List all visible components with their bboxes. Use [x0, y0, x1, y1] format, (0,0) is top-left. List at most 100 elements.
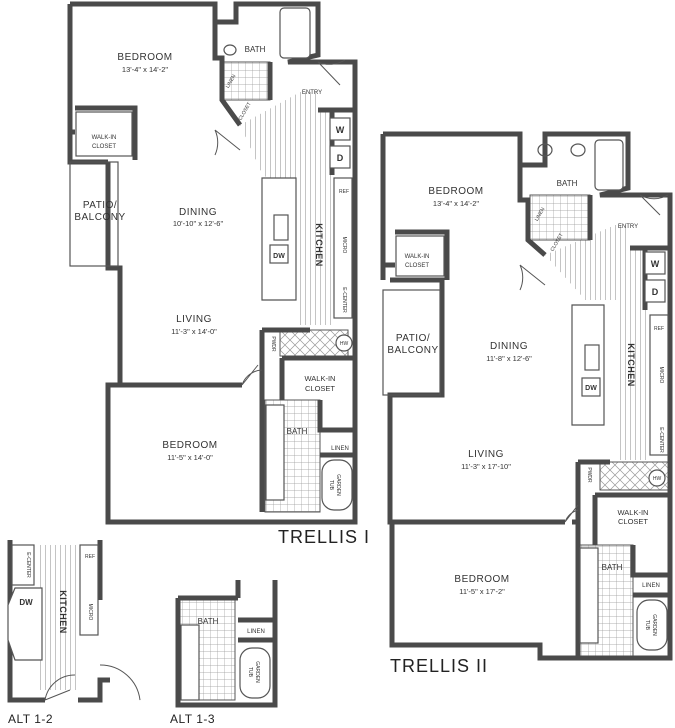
t1-living-label: LIVING [176, 314, 212, 325]
t1-living-dims: 11'-3" x 14'-0" [171, 327, 217, 336]
entry-door-swing [317, 59, 346, 86]
alt12-title: ALT 1-2 [8, 712, 53, 726]
t1-tub-line1: GARDEN [335, 474, 341, 496]
t1-bath2-label: BATH [287, 427, 308, 436]
t1-washer-label: W [336, 125, 345, 135]
t1-ref-label: REF [339, 189, 349, 195]
kitchen-sink-2 [584, 344, 600, 371]
dryer-1 [329, 145, 351, 169]
alt-1-2-plan [7, 540, 141, 703]
t1-dining-dims: 10'-10" x 12'-6" [173, 219, 224, 228]
patio-balcony-outline [69, 161, 119, 267]
t2-washer-label: W [651, 259, 660, 269]
t2-bedroom1-dims: 13'-4" x 14'-2" [433, 199, 479, 208]
toilet-2b [570, 143, 586, 157]
walkin-closet-2 [395, 235, 445, 277]
t2-ecenter-label: E-CENTER [658, 427, 664, 453]
bedroom1-wall-2 [383, 229, 450, 280]
t2-dw-label: DW [585, 385, 597, 392]
toilet-1 [223, 44, 237, 56]
t2-linen2-label: LINEN [642, 583, 660, 589]
t1-bedroom1-dims: 13'-4" x 14'-2" [122, 65, 168, 74]
t2-bedroom2-dims: 11'-5" x 17'-2" [459, 587, 505, 596]
t1-kitchen-label: KITCHEN [314, 223, 324, 267]
garden-tub-1 [321, 459, 353, 511]
dishwasher-1 [269, 244, 289, 264]
dishwasher-2 [581, 377, 601, 397]
alt12-micro-label: MICRO [87, 604, 93, 621]
alt13-vanity [180, 624, 200, 701]
t1-closet1-label: CLOSET [238, 101, 253, 121]
dryer-2 [644, 279, 666, 303]
t1-pwdr-label: PWDR [270, 336, 276, 352]
t1-micro-label: MICRO [341, 237, 347, 254]
alt13-wall [175, 580, 278, 708]
t1-dryer-label: D [337, 153, 344, 163]
t2-walkin2-line1: WALK-IN [618, 508, 649, 517]
alt13-linen-label: LINEN [247, 629, 265, 635]
t1-tub-line2: TUB [328, 480, 334, 491]
t1-plan-title: TRELLIS I [278, 527, 370, 547]
bedroom1-door-swing-2 [519, 264, 546, 291]
bedroom1-wall [70, 105, 138, 160]
water-heater-2 [648, 469, 666, 487]
t2-entry-label: ENTRY [618, 224, 638, 230]
t1-dining-label: DINING [179, 207, 217, 218]
bath1-wall-2 [517, 165, 593, 257]
alt12-wall [7, 540, 110, 703]
entry-door-swing-2 [639, 194, 669, 216]
t1-walkin2-line2: CLOSET [305, 384, 335, 393]
hall-wall [259, 327, 355, 512]
alt13-tub-line2: TUB [247, 667, 253, 678]
t2-micro-label: MICRO [658, 367, 664, 384]
t2-walkin1-line2: CLOSET [405, 263, 429, 269]
t2-ref-label: REF [654, 326, 664, 332]
t1-patio-line2: BALCONY [74, 212, 125, 223]
vanity-1 [265, 404, 285, 501]
bath2-wall-2 [630, 545, 670, 598]
walkin-closet-1 [75, 111, 133, 157]
bath-tile-floor-2 [529, 194, 591, 241]
alt12-entry-swing [99, 664, 141, 701]
alt12-island [7, 587, 43, 661]
alt13-tub [239, 647, 271, 699]
alt13-title: ALT 1-3 [170, 712, 215, 726]
washer-2 [644, 251, 666, 275]
t2-walkin1-line1: WALK-IN [405, 254, 430, 260]
kitchen-sink-1 [273, 214, 289, 241]
t2-bedroom1-label: BEDROOM [428, 186, 483, 197]
alt12-ecenter-label: E-CENTER [25, 552, 31, 578]
t2-tub-line2: TUB [644, 620, 650, 631]
patio-balcony-outline-2 [382, 289, 441, 396]
t2-bath2-label: BATH [602, 563, 623, 572]
t2-dining-dims: 11'-8" x 12'-6" [486, 354, 532, 363]
t2-hw-label: HW [653, 476, 662, 482]
t2-bedroom2-label: BEDROOM [454, 574, 509, 585]
t1-ecenter-label: E-CENTER [341, 287, 347, 313]
kitchen-floor-hatch-2 [545, 225, 650, 460]
plan-trellis-2 [380, 131, 673, 661]
t1-walkin2-line1: WALK-IN [305, 374, 336, 383]
alt12-counter [11, 544, 35, 586]
water-heater-1 [335, 334, 353, 352]
alt12-range [79, 544, 99, 636]
alt13-bath-label: BATH [198, 617, 219, 626]
bathtub-2 [594, 139, 624, 191]
t1-hw-label: HW [340, 341, 349, 347]
t2-bath1-label: BATH [557, 179, 578, 188]
t2-kitchen-label: KITCHEN [626, 343, 636, 387]
t2-walkin2-line2: CLOSET [618, 517, 648, 526]
toilet-2 [537, 143, 553, 157]
bedroom2-door-swing [241, 364, 263, 386]
alt12-ref-label: REF [85, 554, 95, 560]
alt12-dw-label: DW [19, 598, 33, 607]
t1-entry-label: ENTRY [302, 90, 322, 96]
bedroom1-door-swing [214, 129, 241, 156]
kitchen-counter-2 [649, 314, 669, 456]
kitchen-floor-hatch [240, 92, 332, 325]
t2-pwdr-label: PWDR [586, 467, 592, 483]
t1-bedroom1-label: BEDROOM [117, 52, 172, 63]
t1-bath1-label: BATH [245, 45, 266, 54]
t2-patio-line1: PATIO/ [396, 333, 430, 344]
